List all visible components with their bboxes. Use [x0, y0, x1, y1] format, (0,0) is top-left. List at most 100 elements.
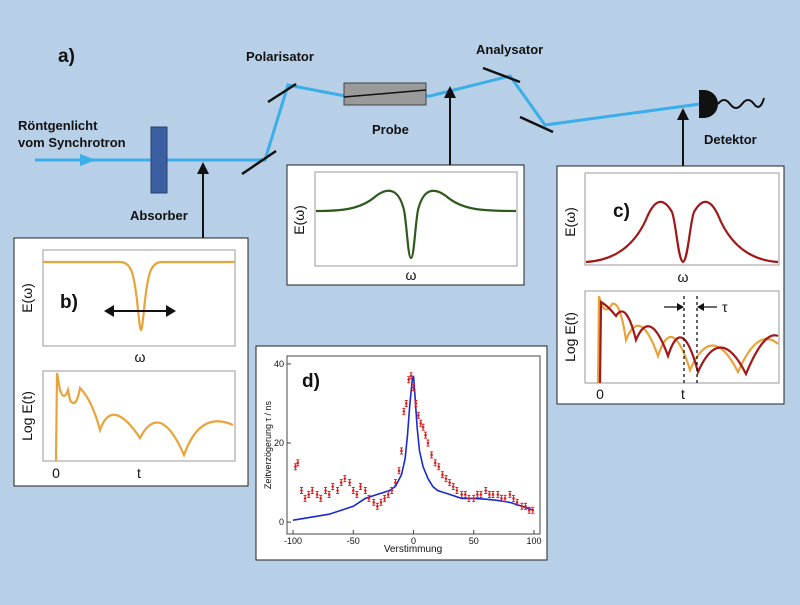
x-tick-label: -50 — [347, 536, 360, 546]
data-point — [451, 483, 455, 491]
data-point — [293, 463, 297, 471]
label-source-line2: vom Synchrotron — [18, 135, 126, 150]
panel-c-tick-0: 0 — [596, 386, 604, 402]
data-point — [336, 486, 340, 494]
data-point — [472, 494, 476, 502]
data-point — [463, 490, 467, 498]
panel-d-data-points — [293, 372, 535, 514]
double-arrow-icon — [104, 305, 176, 317]
data-point — [484, 486, 488, 494]
data-point — [386, 490, 390, 498]
data-point — [319, 494, 323, 502]
label-absorber: Absorber — [130, 208, 188, 223]
panel-d-y-ticks: 0 20 40 — [274, 359, 291, 527]
data-point — [499, 494, 503, 502]
panel-b-decay-curve — [54, 372, 234, 462]
panel-c-tick-t: t — [681, 386, 685, 402]
data-point — [375, 502, 379, 510]
connector-arrows — [197, 86, 689, 238]
data-point — [433, 459, 437, 467]
label-b: b) — [60, 292, 78, 313]
data-point — [355, 490, 359, 498]
panel-c-decay-curve-orange — [596, 295, 779, 384]
y-tick-label: 40 — [274, 359, 284, 369]
data-point — [402, 407, 406, 415]
data-point — [315, 490, 319, 498]
data-point — [407, 376, 411, 384]
tau-arrows-icon — [664, 303, 717, 311]
data-point — [310, 486, 314, 494]
data-point — [527, 506, 531, 514]
data-point — [520, 502, 524, 510]
panel-c-ylabel-top: E(ω) — [562, 207, 578, 237]
label-c: c) — [613, 201, 630, 222]
data-point — [399, 447, 403, 455]
label-probe: Probe — [372, 122, 409, 137]
y-tick-label: 20 — [274, 438, 284, 448]
data-point — [299, 486, 303, 494]
panel-b: b) E(ω) ω Log E(t) 0 t — [13, 237, 249, 487]
label-d: d) — [302, 371, 320, 392]
panel-d-ylabel: Zeitverzögerung τ / ns — [263, 400, 273, 489]
panel-b-tick-0: 0 — [52, 465, 60, 481]
panel-b-ylabel-top: E(ω) — [19, 283, 35, 313]
data-point — [339, 479, 343, 487]
detector-icon — [699, 90, 765, 118]
data-point — [324, 486, 328, 494]
panel-c-ylabel-bottom: Log E(t) — [562, 312, 578, 362]
data-point — [351, 486, 355, 494]
data-point — [367, 494, 371, 502]
beam-arrow-icon — [80, 154, 96, 166]
label-a: a) — [58, 46, 75, 67]
data-point — [331, 483, 335, 491]
y-tick-label: 0 — [279, 517, 284, 527]
data-point — [409, 372, 413, 380]
absorber-block — [150, 126, 168, 194]
data-point — [511, 494, 515, 502]
panel-c-decay-curve-red — [598, 300, 779, 384]
x-tick-label: 100 — [526, 536, 541, 546]
data-point — [421, 423, 425, 431]
data-point — [424, 431, 428, 439]
label-analysator: Analysator — [476, 42, 543, 57]
panel-c-xlabel-top: ω — [678, 269, 689, 285]
data-point — [296, 459, 300, 467]
data-point — [363, 486, 367, 494]
x-tick-label: -100 — [284, 536, 302, 546]
data-point — [455, 486, 459, 494]
data-point — [444, 475, 448, 483]
data-point — [343, 475, 347, 483]
data-point — [348, 479, 352, 487]
data-point — [307, 490, 311, 498]
data-point — [372, 498, 376, 506]
data-point — [416, 411, 420, 419]
probe-xlabel: ω — [406, 267, 417, 283]
data-point — [460, 490, 464, 498]
data-point — [426, 439, 430, 447]
polarisator-mirror-bottom — [241, 149, 277, 176]
data-point — [430, 451, 434, 459]
panel-b-spectrum-curve — [43, 260, 235, 332]
panel-b-tick-t: t — [137, 465, 141, 481]
x-tick-label: 0 — [411, 536, 416, 546]
panel-d-xlabel: Verstimmung — [384, 544, 442, 555]
data-point — [475, 490, 479, 498]
data-point — [404, 399, 408, 407]
data-point — [515, 498, 519, 506]
data-point — [524, 502, 528, 510]
probe-spectrum-curve — [315, 189, 517, 260]
panel-probe: E(ω) ω — [286, 164, 525, 286]
analysator-mirror-top — [482, 66, 521, 84]
probe-beam-line — [343, 89, 427, 98]
panel-c: c) E(ω) ω τ Log E(t) 0 t — [556, 165, 785, 405]
data-point — [358, 483, 362, 491]
data-point — [503, 494, 507, 502]
data-point — [383, 494, 387, 502]
label-polarisator: Polarisator — [246, 49, 314, 64]
data-point — [467, 494, 471, 502]
data-point — [397, 467, 401, 475]
data-point — [531, 506, 535, 514]
